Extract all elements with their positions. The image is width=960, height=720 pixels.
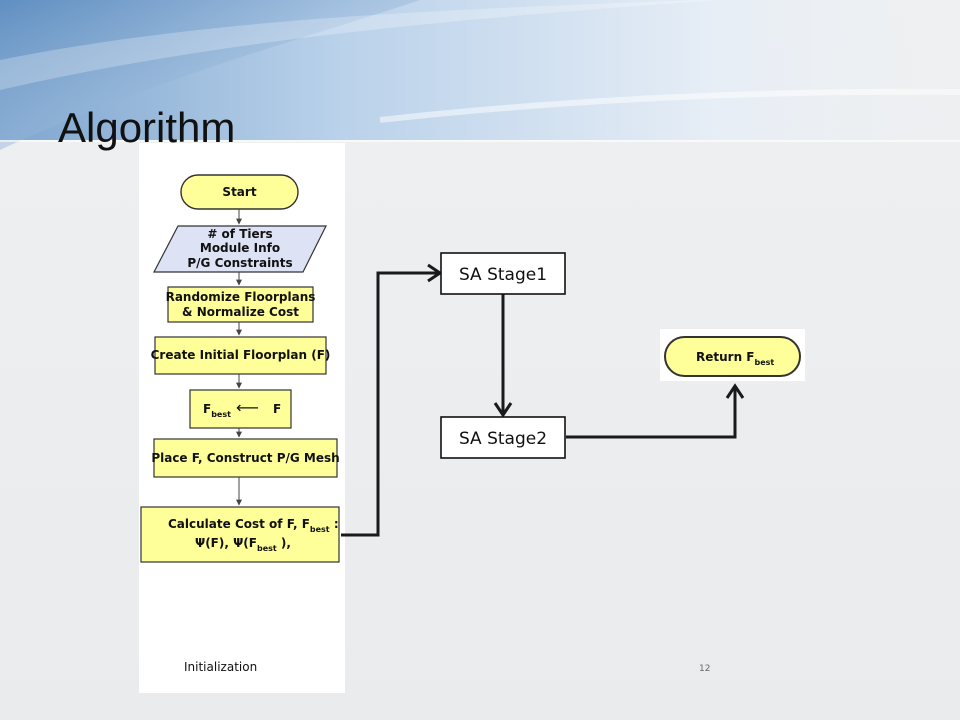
connector-stage2-to-return — [566, 387, 737, 439]
connector-cost-to-stage1 — [341, 271, 438, 537]
start-node: Start — [180, 174, 299, 210]
randomize-node: Randomize Floorplans & Normalize Cost — [166, 286, 316, 323]
assign-right: F — [273, 402, 281, 416]
cost-node: Calculate Cost of F, Fbest : Ψ(F), Ψ(Fbe… — [140, 506, 340, 563]
initial-floorplan-node: Create Initial Floorplan (F) — [151, 336, 331, 375]
sa-stage1-node: SA Stage1 — [440, 252, 566, 295]
connector-return-arrowhead — [725, 383, 745, 399]
header-band — [0, 0, 960, 150]
randomize-line-1: Randomize Floorplans — [166, 290, 316, 304]
input-line-tiers: # of Tiers — [207, 227, 272, 241]
start-node-label: Start — [222, 185, 256, 199]
cost-line-1: Calculate Cost of F, Fbest : — [168, 517, 339, 534]
connector-stage1-arrowhead — [427, 263, 443, 283]
return-node: Return Fbest — [660, 329, 805, 381]
flowchart-panel: Start # of Tiers Module Info P/G Constra… — [139, 143, 345, 693]
flowchart-caption: Initialization — [184, 660, 257, 674]
connector-stage2-arrowhead — [493, 402, 513, 418]
assign-arrow-symbol: ⟵ — [236, 398, 259, 417]
input-line-module-info: Module Info — [200, 241, 280, 255]
initial-floorplan-label: Create Initial Floorplan (F) — [151, 348, 331, 362]
sa-stage1-label: SA Stage1 — [459, 265, 547, 285]
input-node: # of Tiers Module Info P/G Constraints — [153, 225, 327, 273]
randomize-line-2: & Normalize Cost — [182, 305, 299, 319]
sa-stage2-node: SA Stage2 — [440, 416, 566, 459]
page-number: 12 — [699, 664, 710, 674]
assign-left: Fbest — [203, 402, 231, 419]
assign-node: Fbest ⟵ F — [189, 389, 292, 429]
sa-stage2-label: SA Stage2 — [459, 429, 547, 449]
cost-line-2: Ψ(F), Ψ(Fbest ), — [195, 536, 291, 553]
input-line-pg-constraints: P/G Constraints — [187, 256, 292, 270]
return-label: Return Fbest — [696, 350, 774, 367]
connectors — [341, 263, 745, 537]
place-label: Place F, Construct P/G Mesh — [151, 451, 339, 465]
place-node: Place F, Construct P/G Mesh — [151, 438, 340, 478]
